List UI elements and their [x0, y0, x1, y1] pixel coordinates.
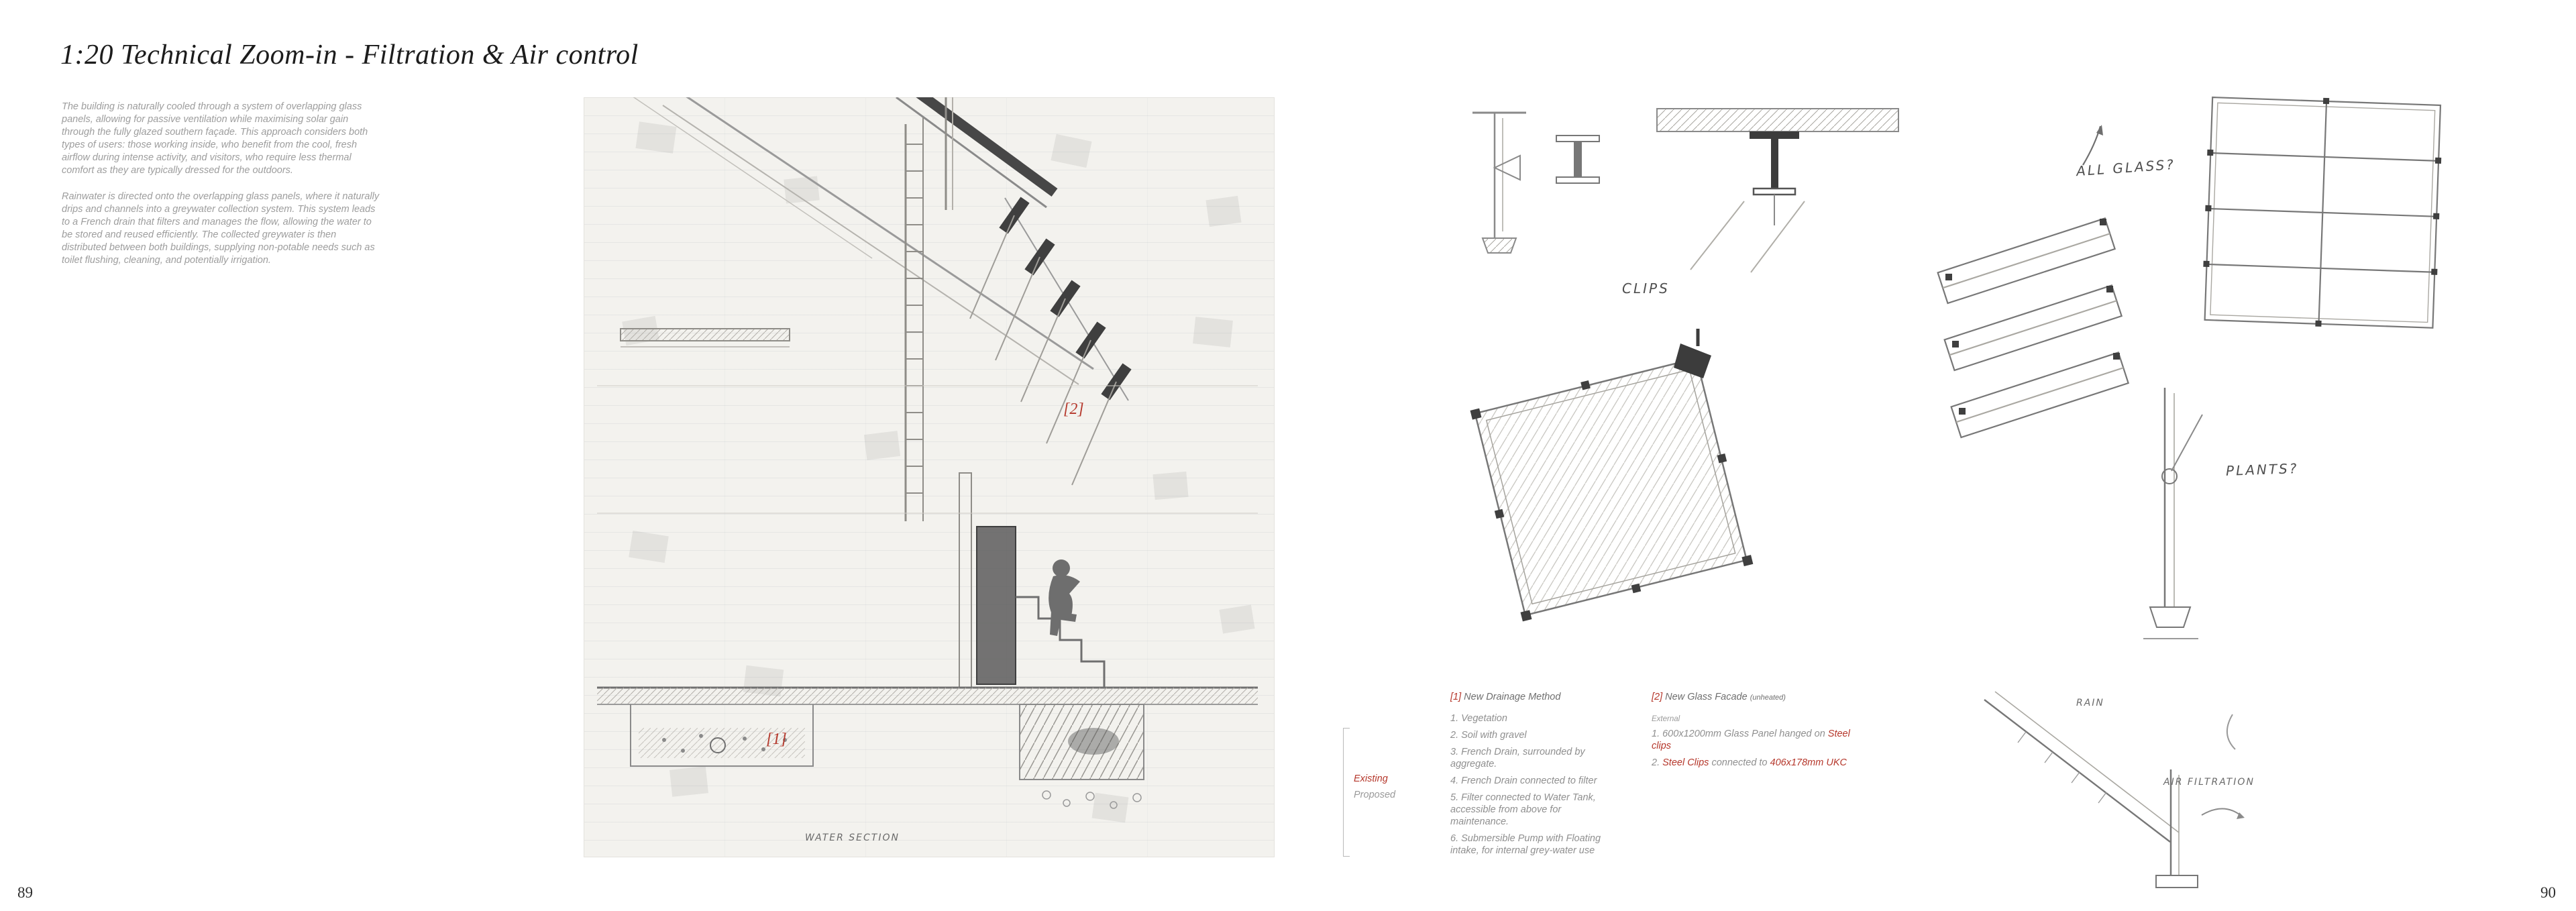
status-bracket-block: Existing Proposed [1343, 728, 1424, 857]
legend-glass-facade: [2] New Glass Facade (unheated) External… [1652, 691, 1853, 773]
legend-drainage-title: [1] New Drainage Method [1450, 692, 1561, 702]
glass-item-1: 1. 600x1200mm Glass Panel hanged on Stee… [1652, 729, 1850, 751]
drawing-caption: WATER SECTION [805, 833, 900, 843]
page-number-left: 89 [17, 884, 33, 901]
legend-glass-subtitle: External [1652, 715, 1680, 723]
grid-panel-sketch [2194, 91, 2455, 349]
mullion-detail-sketch [2130, 376, 2217, 667]
arrow-up-sketch [2070, 115, 2116, 172]
technical-section-drawing: [2] [1] WATER SECTION [584, 97, 1275, 857]
status-existing: Existing [1354, 773, 1388, 784]
tilted-panel-sketch [1459, 302, 1808, 688]
drainage-item: 1. Vegetation [1450, 713, 1507, 724]
drain-detail-sketch [1966, 674, 2294, 909]
section-sketch-svg [597, 97, 1258, 823]
drainage-item: 5. Filter connected to Water Tank, acces… [1450, 792, 1596, 827]
legend-glass-title-suffix: (unheated) [1750, 694, 1786, 702]
note-clips: CLIPS [1622, 280, 1670, 297]
page-number-right: 90 [2540, 884, 2556, 901]
status-bracket [1343, 728, 1350, 857]
drainage-item: 4. French Drain connected to filter [1450, 775, 1597, 786]
note-plants: PLANTS? [2225, 460, 2299, 479]
legend-drainage: [1] New Drainage Method 1. Vegetation 2.… [1450, 691, 1608, 861]
drawing-marker-1: [1] [766, 731, 787, 748]
intro-paragraph-2: Rainwater is directed onto the overlappi… [62, 191, 380, 266]
drainage-item: 3. French Drain, surrounded by aggregate… [1450, 747, 1585, 769]
drainage-item: 6. Submersible Pump with Floating intake… [1450, 833, 1601, 856]
drawing-marker-2: [2] [1063, 400, 1084, 418]
glass-item-2: 2. Steel Clips connected to 406x178mm UK… [1652, 757, 1847, 768]
status-proposed: Proposed [1354, 790, 1396, 800]
stacked-panels-sketch [1925, 215, 2147, 453]
page-title: 1:20 Technical Zoom-in - Filtration & Ai… [60, 40, 639, 70]
intro-text: The building is naturally cooled through… [62, 101, 384, 280]
legend-glass-title: [2] New Glass Facade (unheated) [1652, 692, 1786, 702]
note-rain: RAIN [2076, 698, 2104, 708]
beam-detail-sketch [1456, 94, 1925, 285]
legend-glass-marker: [2] [1652, 692, 1663, 702]
drainage-item: 2. Soil with gravel [1450, 730, 1527, 741]
intro-paragraph-1: The building is naturally cooled through… [62, 101, 368, 176]
note-air-filtration: AIR FILTRATION [2163, 777, 2255, 788]
seated-person [1049, 559, 1080, 636]
legend-drainage-marker: [1] [1450, 692, 1462, 702]
